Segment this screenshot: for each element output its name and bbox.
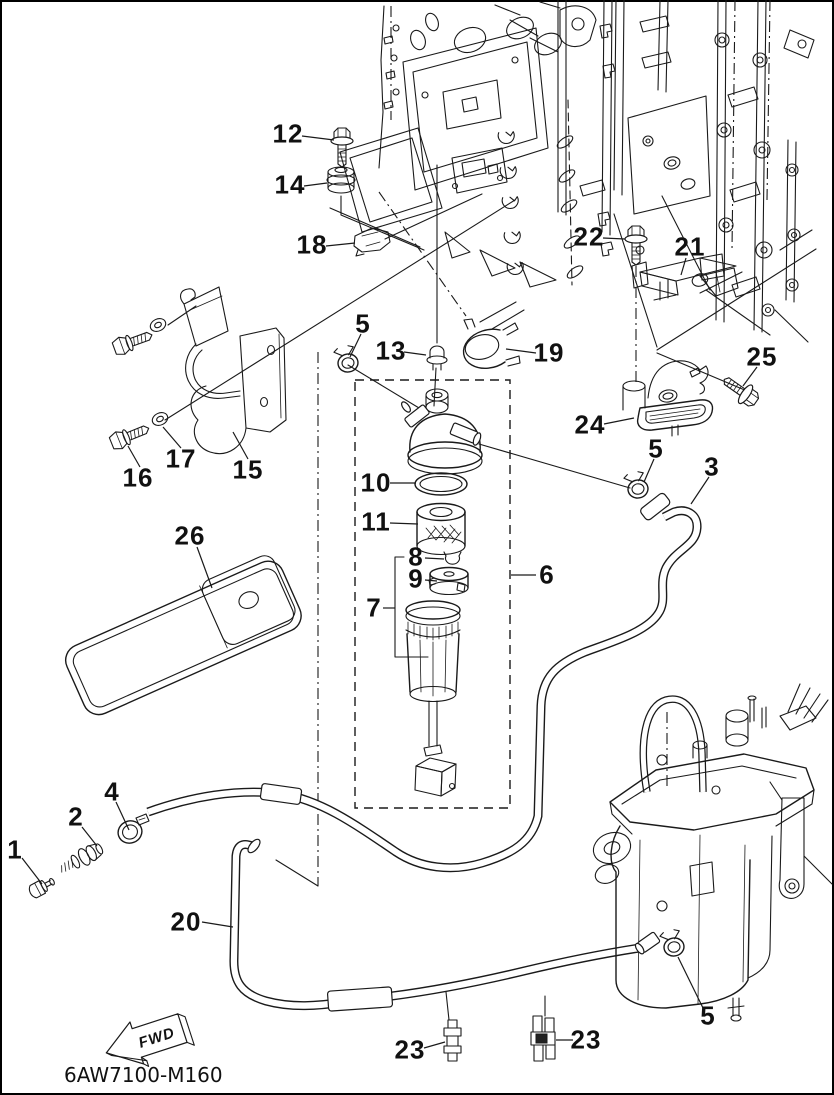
bolt-12-art: [330, 127, 354, 168]
leader-line-15: [232, 431, 249, 460]
leader-line-5a: [349, 333, 362, 358]
bracket-15-art: [107, 286, 287, 454]
leader-line-12: [301, 135, 335, 141]
bracket-24-art: [622, 360, 714, 437]
clamp-19-art: [462, 318, 521, 370]
callout-23b: 23: [570, 1024, 602, 1055]
callout-12: 12: [272, 118, 304, 149]
leader-line-21: [680, 257, 687, 276]
leader-line-11: [389, 522, 419, 525]
grommet-14-art: [326, 166, 356, 194]
clip-18-art: [353, 227, 391, 257]
callout-7: 7: [366, 592, 382, 623]
callout-17: 17: [165, 443, 197, 474]
callout-21: 21: [674, 231, 706, 262]
joint-2-art: [61, 843, 104, 873]
callout-6: 6: [539, 559, 555, 590]
lower-unit-art: [592, 683, 833, 1022]
joint-23-left-art: [443, 1019, 462, 1062]
leader-line-17: [162, 426, 182, 449]
leader-line-8: [424, 557, 445, 560]
callout-leader-lines: [21, 135, 758, 1049]
assembly-6-dashed-box: [354, 379, 511, 809]
leader-line-5c: [677, 956, 704, 1009]
callout-25: 25: [746, 341, 778, 372]
drawing-code: 6AW7100-M160: [64, 1063, 223, 1087]
clip-8-art: [443, 551, 462, 565]
part-13-art: [426, 345, 448, 371]
leader-line-2: [81, 826, 98, 847]
leader-line-22: [602, 237, 626, 240]
leader-line-4: [115, 801, 130, 831]
callout-23a: 23: [394, 1034, 426, 1065]
clamp-5-top-art: [332, 343, 361, 375]
callout-5a: 5: [355, 308, 371, 339]
hose-3-end-fitting: [640, 492, 671, 521]
clip-23-right-art: [530, 1015, 556, 1062]
callout-13: 13: [375, 335, 407, 366]
callout-15: 15: [232, 454, 264, 485]
callout-20: 20: [170, 906, 202, 937]
o-ring-10-art: [414, 472, 468, 496]
plug-1-art: [28, 877, 55, 899]
clamp-5-bottom-art: [658, 927, 687, 959]
bracket-21-art: [631, 253, 739, 301]
engine-block-art: [329, 0, 815, 348]
callout-1: 1: [7, 834, 23, 865]
callout-10: 10: [360, 467, 392, 498]
fwd-badge: FWD: [105, 1013, 195, 1067]
callout-24: 24: [574, 409, 606, 440]
clamp-4-art: [117, 813, 150, 844]
leader-line-9: [424, 579, 438, 582]
callout-14: 14: [274, 169, 306, 200]
leader-line-14: [303, 182, 328, 187]
group-7-bracket-line: [394, 556, 429, 658]
filter-cup-7-art: [405, 600, 461, 797]
fuel-hose-3: [146, 492, 702, 873]
clamp-5-mid-art: [622, 469, 651, 501]
leader-line-20: [201, 921, 234, 928]
reference-lines: [164, 164, 817, 1021]
leader-line-13: [403, 351, 427, 356]
callout-11: 11: [361, 506, 391, 537]
fuel-filter-assembly-art: [354, 318, 521, 809]
leader-line-18: [325, 242, 356, 247]
hose-20-open-end: [247, 838, 261, 854]
leader-line-19: [505, 348, 537, 354]
callout-22: 22: [573, 221, 605, 252]
hose-20-sleeve: [326, 986, 394, 1012]
callout-3: 3: [704, 451, 720, 482]
callout-18: 18: [296, 229, 328, 260]
callout-5b: 5: [648, 433, 664, 464]
leader-line-26: [196, 546, 213, 589]
fuel-hose-20: [229, 838, 647, 1012]
leader-line-1: [21, 857, 43, 885]
leader-line-5b: [643, 458, 655, 483]
callout-19: 19: [533, 337, 565, 368]
callout-9: 9: [408, 563, 424, 594]
callout-16: 16: [122, 462, 154, 493]
callout-26: 26: [174, 520, 206, 551]
leader-line-23a: [423, 1041, 446, 1049]
filter-element-11-art: [416, 502, 466, 556]
leader-line-16: [127, 445, 141, 468]
callout-4: 4: [104, 776, 120, 807]
leader-line-25: [742, 366, 758, 387]
callout-5c: 5: [700, 1000, 716, 1031]
callout-2: 2: [68, 801, 84, 832]
bolt-25-art: [717, 369, 764, 412]
tool-pouch-26-art: [64, 555, 302, 716]
leader-line-3: [690, 476, 710, 505]
callout-8: 8: [408, 541, 424, 572]
leader-line-24: [603, 417, 635, 425]
hose-3-sleeve: [259, 783, 303, 805]
